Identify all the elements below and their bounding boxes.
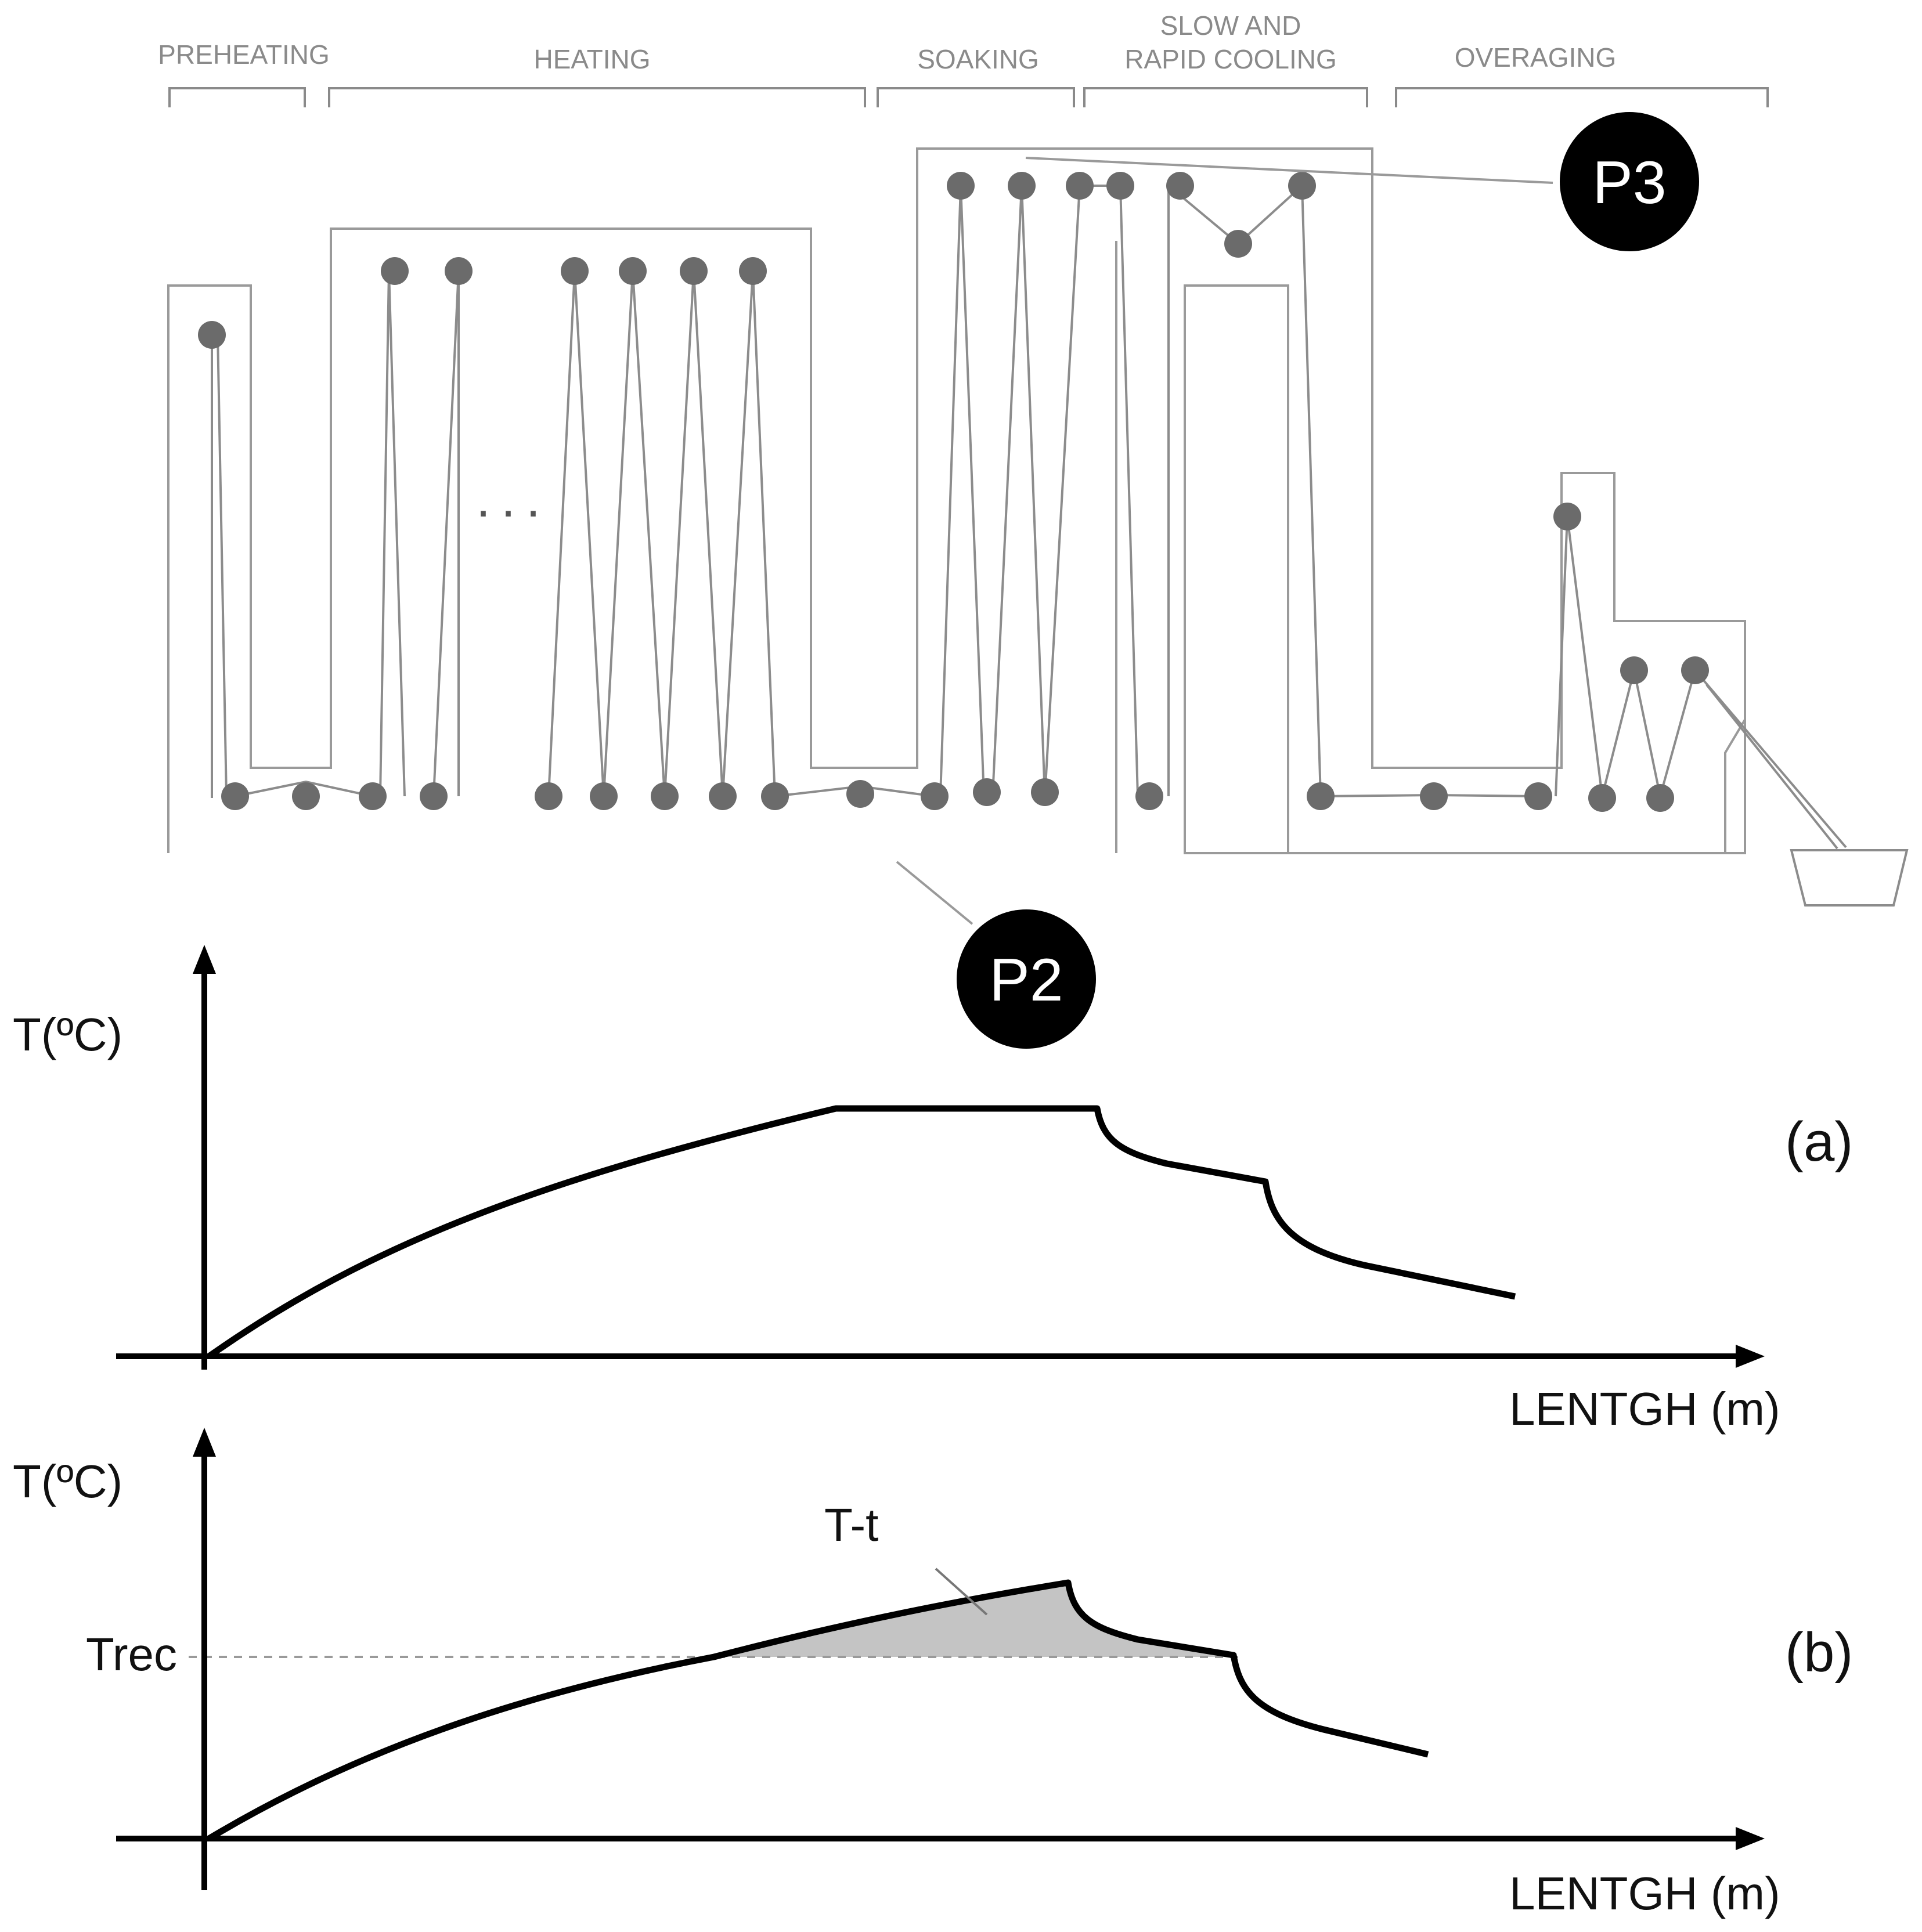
section-label: PREHEATING [158, 39, 330, 70]
roll-icon [1031, 778, 1059, 806]
strip-path [211, 183, 1847, 850]
section-label: RAPID COOLING [1124, 44, 1337, 74]
roll-icon [1588, 784, 1616, 812]
section-label: HEATING [533, 44, 650, 74]
chart-a: T(ºC) LENTGH (m) (a) [13, 945, 1853, 1435]
roll-icon [709, 782, 737, 810]
chart-b: T-t Trec T(ºC) LENTGH (m) (b) [13, 1428, 1853, 1919]
chart-b-area-label: T-t [824, 1499, 878, 1551]
chart-b-y-label: T(ºC) [13, 1456, 122, 1507]
section-bracket [877, 87, 1075, 107]
roll-icon [445, 257, 473, 285]
roll-icon [1066, 172, 1094, 200]
callout-p2-badge [957, 909, 1096, 1049]
callout-p2-text: P2 [989, 947, 1063, 1014]
chart-a-x-label: LENTGH (m) [1509, 1383, 1780, 1435]
chart-b-threshold-label: Trec [86, 1628, 177, 1680]
section-label: OVERAGING [1455, 42, 1617, 73]
callout-p3: P3 [1025, 112, 1699, 251]
chart-a-temperature-curve [207, 1105, 1516, 1359]
chart-a-y-arrow-icon [193, 945, 216, 974]
roll-icon [761, 782, 789, 810]
section-label: SOAKING [917, 44, 1039, 74]
roll-icon [1646, 784, 1674, 812]
roll-icon [739, 257, 767, 285]
roll-icon [921, 782, 949, 810]
roll-icon [420, 782, 448, 810]
roll-icon [221, 782, 249, 810]
roll-icon [1553, 503, 1581, 530]
callout-p2-leader [896, 861, 973, 925]
section-bracket [1083, 87, 1368, 107]
chart-b-temperature-curve [207, 1579, 1429, 1841]
roll-icon [846, 780, 874, 808]
roll-icon [535, 782, 562, 810]
roll-icon [680, 257, 708, 285]
ellipsis-text: ... [476, 470, 551, 528]
chart-a-panel-label: (a) [1785, 1111, 1853, 1173]
roll-icon [1166, 172, 1194, 200]
roll-icon [619, 257, 647, 285]
roll-icon [1524, 782, 1552, 810]
roll-icon [561, 257, 589, 285]
roll-icon [292, 782, 320, 810]
chart-b-shaded-area [714, 1583, 1234, 1657]
section-bracket [168, 87, 306, 107]
roll-icon [1420, 782, 1448, 810]
roll-icon [1307, 782, 1335, 810]
section-bracket [1395, 87, 1769, 107]
callout-p2: P2 [896, 861, 1096, 1049]
rolls [198, 172, 1709, 812]
callout-p3-leader [1025, 157, 1553, 184]
roll-icon [1288, 172, 1316, 200]
roll-icon [651, 782, 679, 810]
roll-icon [1008, 172, 1036, 200]
roll-icon [973, 778, 1001, 806]
chart-a-x-arrow-icon [1736, 1345, 1765, 1368]
chart-b-area-leader [935, 1568, 988, 1616]
chart-b-x-arrow-icon [1736, 1827, 1765, 1850]
roll-icon [1224, 230, 1252, 258]
roll-icon [198, 321, 226, 349]
coil-basket-icon [1790, 849, 1909, 907]
callout-p3-text: P3 [1592, 149, 1666, 216]
roll-icon [1106, 172, 1134, 200]
section-bracket [328, 87, 866, 107]
roll-icon [947, 172, 975, 200]
roll-icon [1620, 656, 1648, 684]
roll-icon [1681, 656, 1709, 684]
section-label: SLOW AND [1160, 10, 1301, 41]
roll-icon [1135, 782, 1163, 810]
furnace-outline [167, 147, 1746, 854]
callout-p3-badge [1560, 112, 1699, 251]
roll-icon [381, 257, 409, 285]
chart-b-panel-label: (b) [1785, 1622, 1853, 1684]
roll-icon [359, 782, 387, 810]
chart-b-x-label: LENTGH (m) [1509, 1868, 1780, 1919]
furnace-main-outline [167, 147, 1746, 854]
chart-a-y-label: T(ºC) [13, 1009, 122, 1060]
chart-b-y-arrow-icon [193, 1428, 216, 1457]
roll-icon [590, 782, 618, 810]
